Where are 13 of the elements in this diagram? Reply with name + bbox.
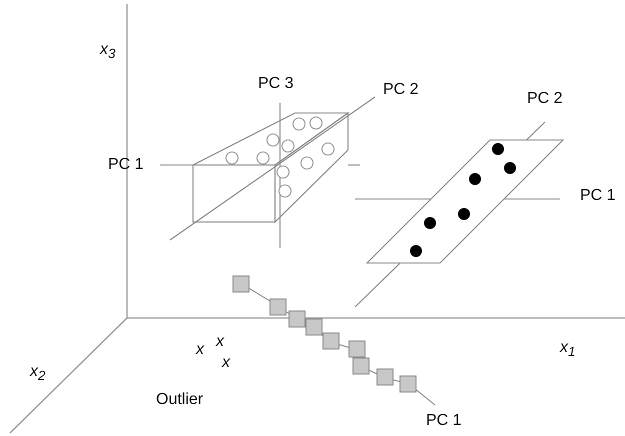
outlier-mark: x bbox=[196, 342, 204, 358]
axis-label: x$_{3}$ bbox=[100, 42, 116, 61]
axis-label: PC 1 bbox=[108, 157, 144, 173]
axis-label: x$_{2}$ bbox=[30, 364, 46, 383]
outlier-mark: x bbox=[222, 355, 230, 371]
axis-label: PC 1 bbox=[580, 188, 616, 204]
outlier-mark: x bbox=[216, 334, 224, 350]
axis-label: PC 2 bbox=[383, 82, 419, 98]
axis-label: PC 1 bbox=[426, 413, 462, 429]
axis-label: x$_{1}$ bbox=[560, 340, 576, 359]
axis-label: PC 2 bbox=[527, 91, 563, 107]
axis-label: PC 3 bbox=[258, 76, 294, 92]
annotation-label: Outlier bbox=[156, 392, 204, 408]
